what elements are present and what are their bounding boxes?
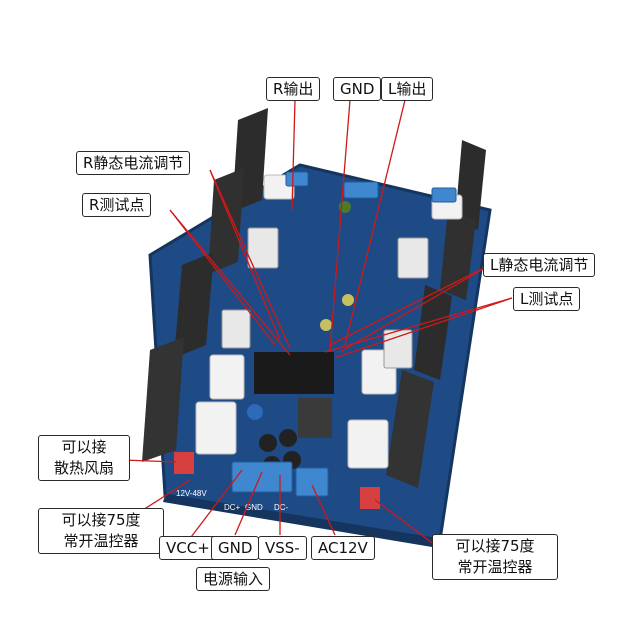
- left-heatsinks: [142, 108, 268, 462]
- center-regulator: [298, 398, 332, 438]
- leader-lines: [123, 99, 513, 546]
- label-r-test-point: R测试点: [82, 193, 152, 217]
- silk-dc-plus: DC+: [224, 503, 241, 512]
- label-thermostat-right: 可以接75度 常开温控器: [432, 534, 558, 580]
- label-r-output: R输出: [266, 77, 321, 101]
- silk-dc-minus: DC-: [274, 503, 289, 512]
- thermostat-connector-right: [360, 487, 380, 509]
- label-thermostat-right-line2: 常开温控器: [457, 558, 533, 576]
- silk-fan-voltage: 12V-48V: [176, 489, 207, 498]
- label-fan: 可以接 散热风扇: [38, 435, 130, 481]
- label-l-output: L输出: [381, 77, 434, 101]
- label-fan-line2: 散热风扇: [53, 459, 114, 477]
- label-vcc: VCC+: [159, 536, 217, 560]
- center-ic: [254, 352, 334, 394]
- pcb-edge: [163, 495, 440, 548]
- label-thermostat-left-line1: 可以接75度: [61, 511, 141, 529]
- label-thermostat-left-line2: 常开温控器: [63, 532, 139, 550]
- label-l-bias-adjust: L静态电流调节: [483, 253, 596, 277]
- terminal-blocks: [231, 171, 457, 497]
- right-heatsinks: [386, 140, 486, 488]
- label-power-input: 电源输入: [196, 567, 271, 591]
- label-thermostat-right-line1: 可以接75度: [455, 537, 535, 555]
- label-ac12v: AC12V: [311, 536, 375, 560]
- label-l-test-point: L测试点: [513, 287, 581, 311]
- label-vss: VSS-: [258, 536, 307, 560]
- power-resistors: [195, 174, 463, 469]
- fan-connector: [174, 452, 194, 474]
- label-thermostat-left: 可以接75度 常开温控器: [38, 508, 164, 554]
- label-gnd-top: GND: [333, 77, 382, 101]
- silk-gnd: GND: [245, 503, 263, 512]
- label-r-bias-adjust: R静态电流调节: [76, 151, 191, 175]
- label-fan-line1: 可以接: [61, 438, 107, 456]
- label-gnd-bottom: GND: [211, 536, 260, 560]
